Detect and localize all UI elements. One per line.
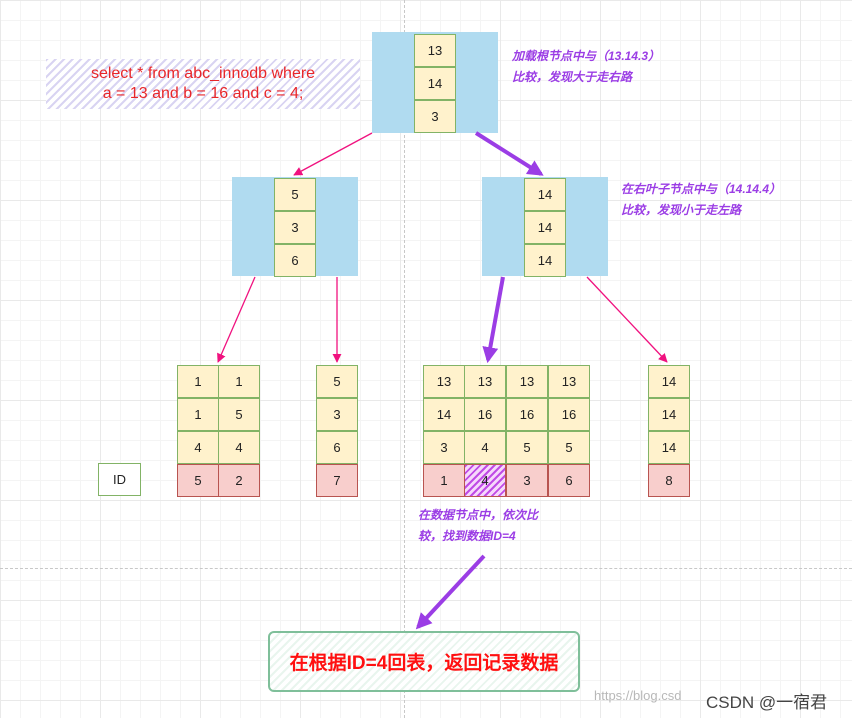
right-internal-key-b: 14 xyxy=(524,211,566,244)
right-note-line-2: 比较，发现小于走左路 xyxy=(621,203,742,217)
leaf2-col1-id: 7 xyxy=(316,464,358,497)
leaf3-col1-b: 14 xyxy=(423,398,465,431)
leaf3-col3-a: 13 xyxy=(506,365,548,398)
arrow-root-to-left xyxy=(293,132,373,176)
leaf3-col3-id: 3 xyxy=(506,464,548,497)
left-internal-key-c: 6 xyxy=(274,244,316,277)
data-node-note: 在数据节点中，依次比 较，找到数据ID=4 xyxy=(418,505,538,547)
leaf2-col1-a: 5 xyxy=(316,365,358,398)
sql-query-box: select * from abc_innodb where a = 13 an… xyxy=(46,59,360,109)
vertical-guide-line xyxy=(404,0,405,718)
left-internal-key-a: 5 xyxy=(274,178,316,211)
leaf1-col2-b: 5 xyxy=(218,398,260,431)
leaf4-col1-id: 8 xyxy=(648,464,690,497)
right-node-note: 在右叶子节点中与（14.14.4） 比较，发现小于走左路 xyxy=(621,179,781,221)
leaf3-col2-c: 4 xyxy=(464,431,506,464)
leaf3-col4-id: 6 xyxy=(548,464,590,497)
root-key-b: 14 xyxy=(414,67,456,100)
leaf1-col1-id: 5 xyxy=(177,464,219,497)
leaf3-col4-b: 16 xyxy=(548,398,590,431)
right-note-line-1: 在右叶子节点中与（14.14.4） xyxy=(621,182,782,196)
data-note-line-2: 较，找到数据ID=4 xyxy=(418,529,516,543)
leaf2-col1-b: 3 xyxy=(316,398,358,431)
root-note-line-2: 比较，发现大于走右路 xyxy=(512,70,633,84)
root-key-a: 13 xyxy=(414,34,456,67)
left-internal-key-b: 3 xyxy=(274,211,316,244)
root-note-line-1: 加载根节点中与（13.14.3） xyxy=(512,49,661,63)
root-note: 加载根节点中与（13.14.3） 比较，发现大于走右路 xyxy=(512,46,660,88)
leaf3-col3-b: 16 xyxy=(506,398,548,431)
arrow-data-to-final xyxy=(415,554,486,630)
horizontal-guide-line xyxy=(0,568,852,569)
leaf3-col1-c: 3 xyxy=(423,431,465,464)
data-note-line-1: 在数据节点中，依次比 xyxy=(418,508,539,522)
arrow-right-to-leaf4 xyxy=(586,276,668,363)
final-result-box: 在根据ID=4回表，返回记录数据 xyxy=(268,631,580,692)
leaf3-col2-id-highlighted: 4 xyxy=(464,464,506,497)
leaf2-col1-c: 6 xyxy=(316,431,358,464)
leaf3-col4-a: 13 xyxy=(548,365,590,398)
sql-line-2: a = 13 and b = 16 and c = 4; xyxy=(102,85,304,102)
arrow-left-to-leaf1 xyxy=(217,276,256,363)
leaf3-col4-c: 5 xyxy=(548,431,590,464)
leaf4-col1-b: 14 xyxy=(648,398,690,431)
watermark-url: https://blog.csd xyxy=(594,688,682,703)
root-key-c: 3 xyxy=(414,100,456,133)
leaf4-col1-a: 14 xyxy=(648,365,690,398)
leaf1-col2-id: 2 xyxy=(218,464,260,497)
watermark-brand: CSDN @一宿君 xyxy=(706,693,828,712)
leaf1-col2-c: 4 xyxy=(218,431,260,464)
leaf3-col2-b: 16 xyxy=(464,398,506,431)
right-internal-key-a: 14 xyxy=(524,178,566,211)
leaf1-col2-a: 1 xyxy=(218,365,260,398)
leaf1-col1-b: 1 xyxy=(177,398,219,431)
leaf3-col3-c: 5 xyxy=(506,431,548,464)
arrow-right-to-leaf3 xyxy=(482,276,505,364)
leaf4-col1-c: 14 xyxy=(648,431,690,464)
arrow-root-to-right xyxy=(474,131,544,176)
leaf3-col2-a: 13 xyxy=(464,365,506,398)
leaf1-col1-c: 4 xyxy=(177,431,219,464)
right-internal-key-c: 14 xyxy=(524,244,566,277)
sql-line-1: select * from abc_innodb where xyxy=(90,65,316,82)
leaf3-col1-a: 13 xyxy=(423,365,465,398)
id-label-box: ID xyxy=(98,463,141,496)
